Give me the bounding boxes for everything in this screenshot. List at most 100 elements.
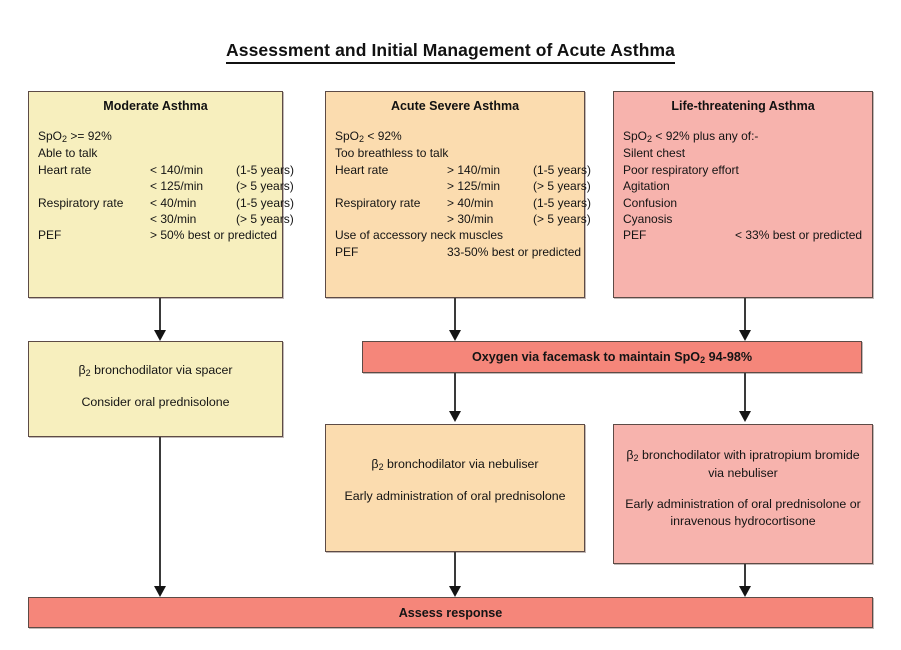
criteria-row: PEF 33-50% best or predicted xyxy=(335,244,582,260)
acute-severe-asthma-criteria-box: Acute Severe Asthma SpO2 < 92% Too breat… xyxy=(325,91,591,298)
treatment-line: Early administration of oral prednisolon… xyxy=(344,489,566,503)
criteria-value: < 33% best or predicted xyxy=(735,228,863,243)
page-title: Assessment and Initial Management of Acu… xyxy=(0,40,901,64)
criteria-label: Able to talk xyxy=(38,146,98,161)
arrowhead-oxygen-to-severe-treatment xyxy=(449,411,461,422)
criteria-row: PEF < 33% best or predicted xyxy=(623,227,866,243)
treatment-line: β2 bronchodilator with ipratropium bromi… xyxy=(626,448,860,463)
criteria-value: 33-50% best or predicted xyxy=(447,244,582,259)
arrowhead-moderate-to-treatment xyxy=(154,330,166,341)
criteria-label xyxy=(38,178,150,194)
criteria-note: (1-5 years) xyxy=(236,162,295,177)
criteria-label: PEF xyxy=(623,228,647,243)
treatment-line: via nebuliser xyxy=(708,466,778,480)
page-title-text: Assessment and Initial Management of Acu… xyxy=(226,40,675,64)
criteria-row: SpO2 < 92% plus any of:- xyxy=(623,128,866,145)
arrowhead-life-threatening-to-assess xyxy=(739,586,751,597)
criteria-label: PEF xyxy=(38,228,62,243)
criteria-row: SpO2 >= 92% xyxy=(38,128,276,145)
acute-severe-treatment-box: β2 bronchodilator via nebuliser Early ad… xyxy=(325,424,585,552)
criteria-label: Cyanosis xyxy=(623,212,673,227)
moderate-treatment-box: β2 bronchodilator via spacer Consider or… xyxy=(28,341,283,437)
criteria-label: Respiratory rate xyxy=(335,195,421,210)
criteria-note: (1-5 years) xyxy=(236,195,295,210)
acute-severe-treatment-text: β2 bronchodilator via nebuliser Early ad… xyxy=(334,456,576,505)
criteria-spo2: SpO2 >= 92% xyxy=(38,129,112,144)
criteria-value: < 140/min xyxy=(150,162,204,177)
criteria-spo2: SpO2 < 92% xyxy=(335,129,402,144)
connector-life-threatening-to-oxygen xyxy=(744,298,746,333)
arrowhead-severe-to-oxygen xyxy=(449,330,461,341)
treatment-line: Early administration of oral prednisolon… xyxy=(625,497,861,511)
criteria-value: < 40/min xyxy=(150,195,197,210)
criteria-row: Respiratory rate < 40/min (1-5 years) xyxy=(38,195,294,211)
criteria-row: Use of accessory neck muscles xyxy=(335,227,578,243)
criteria-row: Respiratory rate > 40/min (1-5 years) xyxy=(335,195,591,211)
oxygen-via-facemask-bar: Oxygen via facemask to maintain SpO2 94-… xyxy=(362,341,862,373)
criteria-label: Respiratory rate xyxy=(38,195,124,210)
arrowhead-oxygen-to-life-threatening-treatment xyxy=(739,411,751,422)
criteria-label xyxy=(335,178,447,194)
criteria-row: Agitation xyxy=(623,178,866,194)
oxygen-bar-label: Oxygen via facemask to maintain SpO2 94-… xyxy=(363,342,861,372)
criteria-value: > 50% best or predicted xyxy=(150,228,278,243)
criteria-label: PEF xyxy=(335,244,359,259)
criteria-label: Too breathless to talk xyxy=(335,146,449,161)
criteria-note: (> 5 years) xyxy=(533,212,591,227)
criteria-row: SpO2 < 92% xyxy=(335,128,578,145)
connector-severe-to-assess xyxy=(454,552,456,589)
assess-response-bar: Assess response xyxy=(28,597,873,628)
treatment-line: β2 bronchodilator via nebuliser xyxy=(371,457,539,472)
oxygen-text: Oxygen via facemask to maintain SpO2 94-… xyxy=(471,350,753,365)
criteria-value: > 30/min xyxy=(447,212,494,227)
connector-moderate-to-treatment xyxy=(159,298,161,333)
moderate-asthma-criteria-list: SpO2 >= 92% Able to talk Heart rate < 14… xyxy=(38,128,294,244)
arrowhead-moderate-to-assess xyxy=(154,586,166,597)
connector-moderate-to-assess xyxy=(159,437,161,589)
treatment-line: inravenous hydrocortisone xyxy=(670,514,816,528)
criteria-value: > 125/min xyxy=(447,179,501,194)
spacer xyxy=(622,482,864,496)
criteria-row: PEF > 50% best or predicted xyxy=(38,227,278,243)
criteria-label: Silent chest xyxy=(623,146,686,161)
moderate-asthma-heading: Moderate Asthma xyxy=(103,99,208,113)
criteria-row: > 30/min (> 5 years) xyxy=(335,211,591,227)
criteria-row: Heart rate < 140/min (1-5 years) xyxy=(38,162,294,178)
acute-severe-asthma-heading: Acute Severe Asthma xyxy=(390,99,520,113)
criteria-note: (1-5 years) xyxy=(533,195,592,210)
connector-oxygen-to-life-threatening-treatment xyxy=(744,373,746,415)
criteria-label xyxy=(38,211,150,227)
criteria-value: < 125/min xyxy=(150,179,204,194)
life-threatening-asthma-heading: Life-threatening Asthma xyxy=(671,99,815,113)
moderate-treatment-text: β2 bronchodilator via spacer Consider or… xyxy=(37,362,274,411)
criteria-row: Cyanosis xyxy=(623,211,866,227)
treatment-line: Consider oral prednisolone xyxy=(81,395,230,409)
criteria-row: Heart rate > 140/min (1-5 years) xyxy=(335,162,591,178)
criteria-row: Poor respiratory effort xyxy=(623,162,866,178)
acute-severe-criteria-list: SpO2 < 92% Too breathless to talk Heart … xyxy=(335,128,591,260)
criteria-label xyxy=(335,211,447,227)
criteria-value: < 30/min xyxy=(150,212,197,227)
life-threatening-asthma-criteria-box: Life-threatening Asthma SpO2 < 92% plus … xyxy=(613,91,873,298)
moderate-asthma-criteria-box: Moderate Asthma SpO2 >= 92% Able to talk… xyxy=(28,91,294,298)
criteria-value: > 140/min xyxy=(447,162,501,177)
criteria-label: Use of accessory neck muscles xyxy=(335,228,504,243)
criteria-spo2: SpO2 < 92% plus any of:- xyxy=(623,129,759,144)
criteria-row: Too breathless to talk xyxy=(335,145,578,161)
assess-response-label: Assess response xyxy=(398,605,503,620)
treatment-line: β2 bronchodilator via spacer xyxy=(78,363,233,378)
criteria-note: (> 5 years) xyxy=(236,212,294,227)
arrowhead-severe-to-assess xyxy=(449,586,461,597)
criteria-row: > 125/min (> 5 years) xyxy=(335,178,591,194)
life-threatening-criteria-list: SpO2 < 92% plus any of:- Silent chest Po… xyxy=(623,128,866,244)
criteria-label: Heart rate xyxy=(335,162,389,177)
life-threatening-treatment-box: β2 bronchodilator with ipratropium bromi… xyxy=(613,424,873,564)
criteria-note: (> 5 years) xyxy=(236,179,294,194)
criteria-row: Able to talk xyxy=(38,145,276,161)
criteria-label: Agitation xyxy=(623,179,670,194)
arrowhead-life-threatening-to-oxygen xyxy=(739,330,751,341)
criteria-label: Poor respiratory effort xyxy=(623,162,739,177)
spacer xyxy=(37,380,274,394)
criteria-value: > 40/min xyxy=(447,195,494,210)
